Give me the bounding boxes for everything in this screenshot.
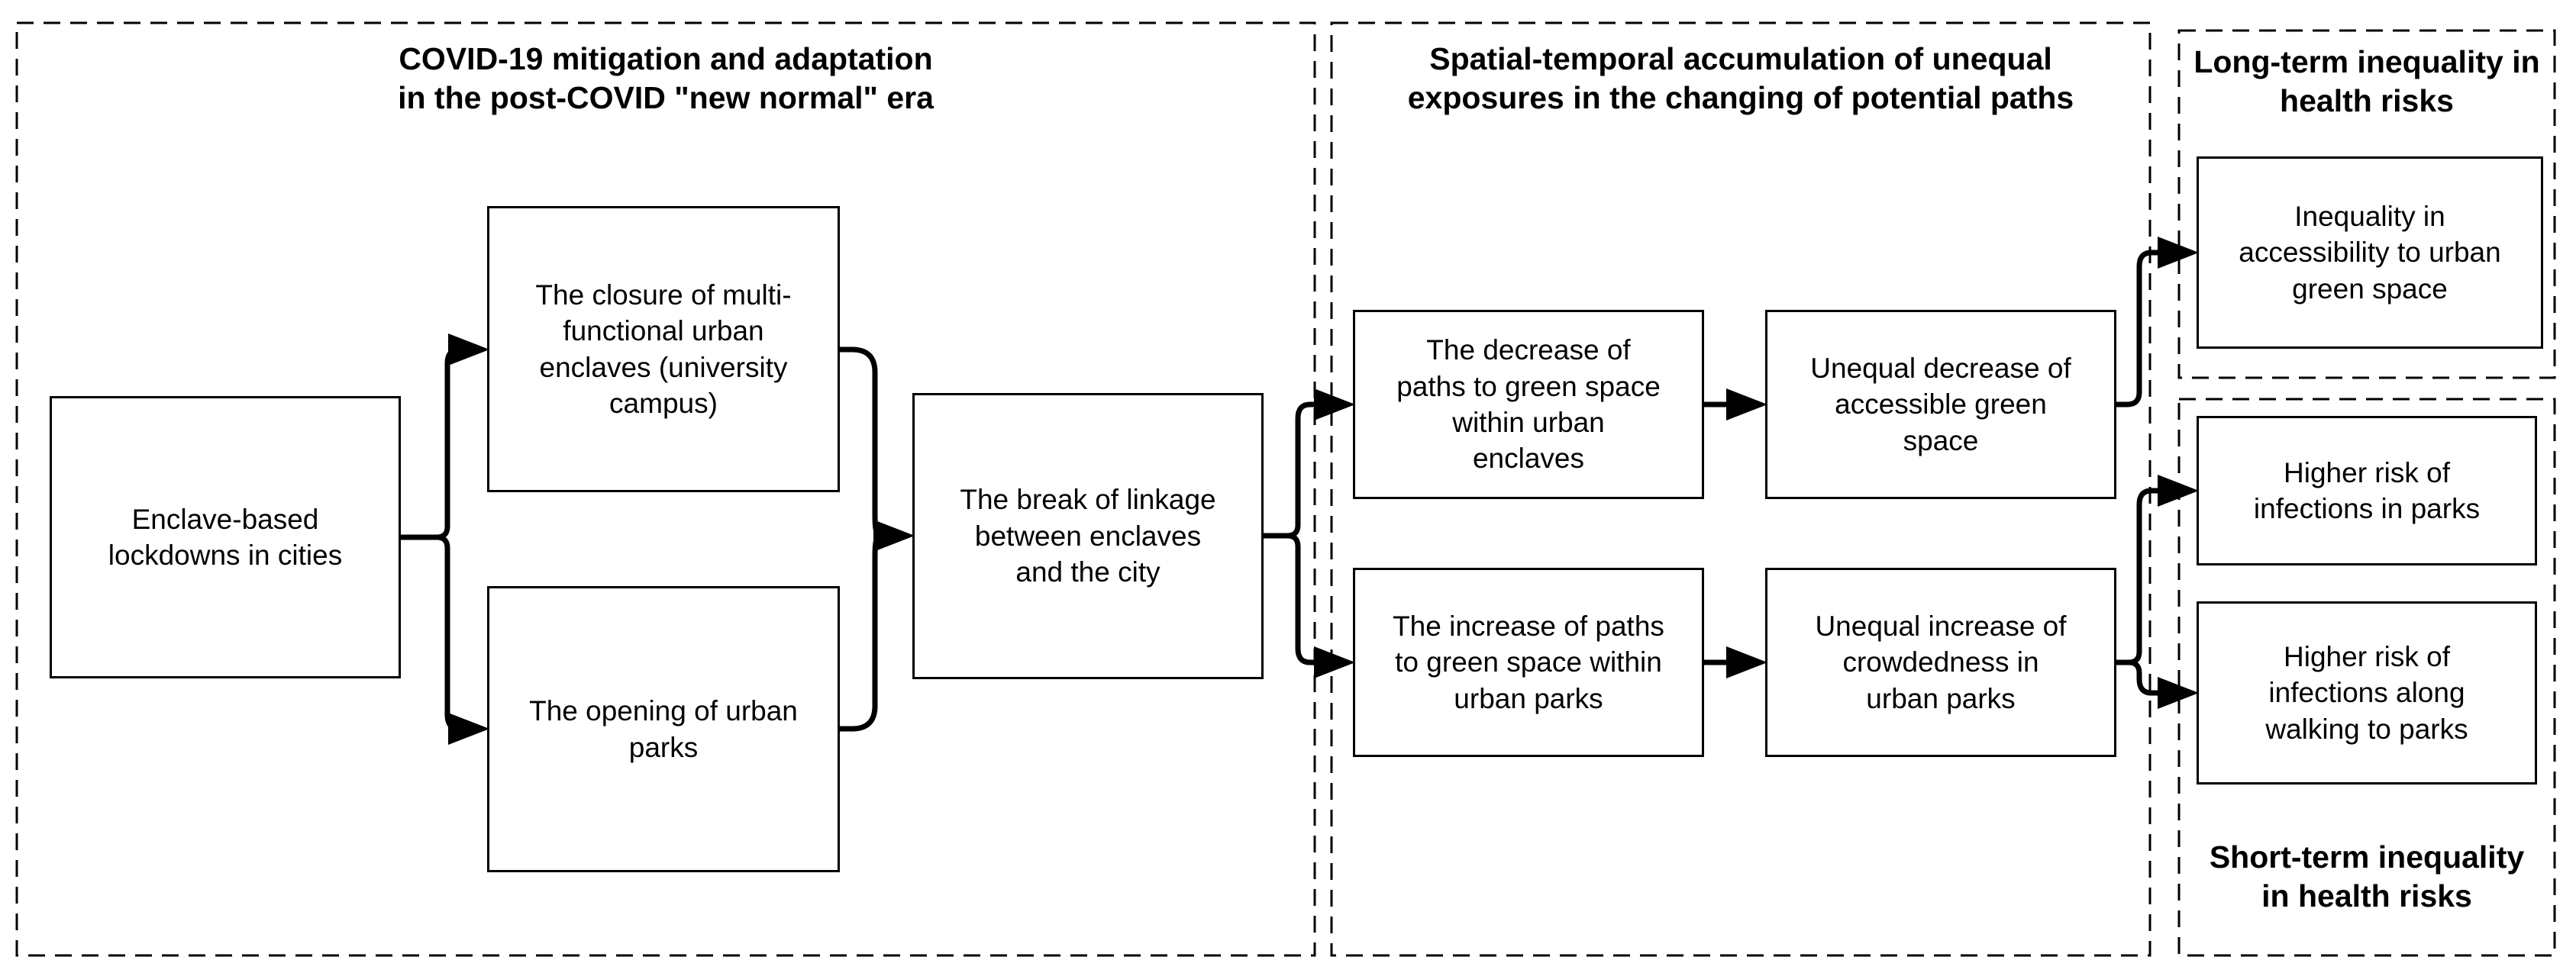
connector-decrease-to-unequal [1704,388,1767,420]
arrowhead-to-risk-in-parks [2158,475,2199,507]
box-unequal-increase: Unequal increase of crowdedness in urban… [1765,568,2116,757]
panel-title-covid-mitigation: COVID-19 mitigation and adaptation in th… [398,41,934,115]
arrowhead-to-opening [448,713,489,745]
box-closure-enclaves: The closure of multi- functional urban e… [487,206,840,492]
panel-title-long-term: Long-term inequality in health risks [2193,44,2540,118]
connector-break-split [1264,388,1355,678]
panel-title-short-term: Short-term inequality in health risks [2209,839,2525,913]
connector-merge-break-linkage [840,346,915,732]
arrowhead-to-inequality-access [2158,237,2199,269]
arrowhead-to-unequal-decrease [1726,388,1767,420]
box-inequality-access: Inequality in accessibility to urban gre… [2197,156,2543,349]
box-decrease-paths: The decrease of paths to green space wit… [1353,310,1704,499]
box-increase-paths: The increase of paths to green space wit… [1353,568,1704,757]
arrowhead-to-decrease-paths [1314,388,1355,420]
panel-short-term-border [2177,398,2556,957]
arrowhead-to-risk-walking [2158,677,2199,709]
box-break-linkage: The break of linkage between enclaves an… [912,393,1264,679]
connector-crowdedness-split [2116,475,2199,709]
box-opening-parks: The opening of urban parks [487,586,840,872]
box-unequal-decrease: Unequal decrease of accessible green spa… [1765,310,2116,499]
connector-to-inequality-access [2116,237,2199,408]
box-enclave-lockdowns: Enclave-based lockdowns in cities [50,396,401,678]
box-risk-walking: Higher risk of infections along walking … [2197,601,2537,785]
arrowhead-to-increase-paths [1314,646,1355,678]
arrowhead-to-unequal-increase [1726,646,1767,678]
arrowhead-to-break-linkage [873,520,915,552]
panel-title-spatial-temporal: Spatial-temporal accumulation of unequal… [1407,41,2074,115]
connector-lockdowns-split [401,333,489,745]
box-risk-in-parks: Higher risk of infections in parks [2197,416,2537,565]
connector-increase-to-unequal [1704,646,1767,678]
arrowhead-to-closure [448,333,489,366]
panel-covid-mitigation-border [15,21,1316,957]
panel-long-term-border [2177,29,2556,379]
